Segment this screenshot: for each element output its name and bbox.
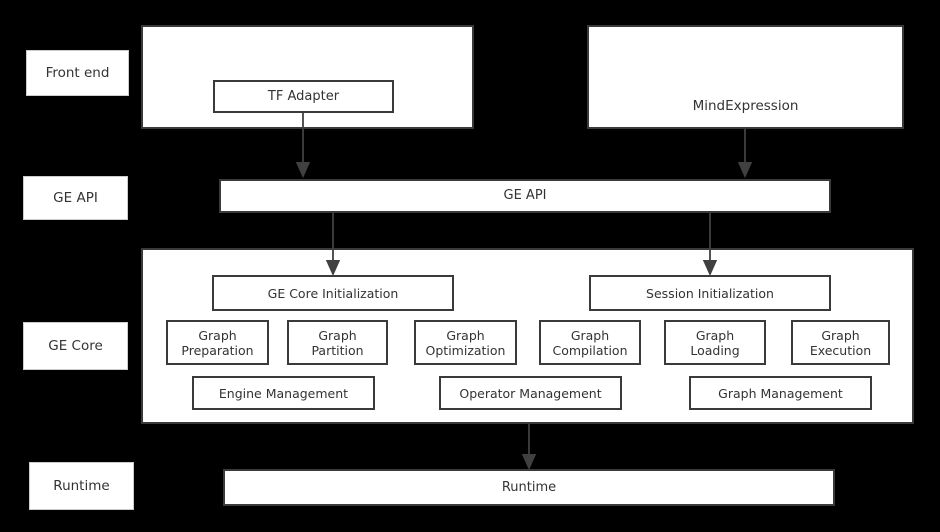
lane-label-ge-core: GE Core [23, 322, 128, 370]
session-initialization-box[interactable]: Session Initialization [589, 275, 831, 311]
ge-core-initialization-box[interactable]: GE Core Initialization [212, 275, 454, 311]
engine-management-box[interactable]: Engine Management [192, 376, 375, 410]
graph-management-box[interactable]: Graph Management [689, 376, 872, 410]
graph-compilation-box[interactable]: Graph Compilation [539, 320, 641, 365]
graph-optimization-box[interactable]: Graph Optimization [414, 320, 517, 365]
graph-loading-box[interactable]: Graph Loading [664, 320, 766, 365]
runtime-bar[interactable]: Runtime [223, 469, 835, 506]
ge-api-bar[interactable]: GE API [219, 179, 831, 213]
tensorflow-group: Tensorflow [141, 25, 474, 129]
mindexpression-title: MindExpression [692, 98, 799, 114]
tf-adapter-box[interactable]: TF Adapter [213, 80, 394, 113]
lane-label-ge-api: GE API [23, 176, 128, 220]
operator-management-box[interactable]: Operator Management [439, 376, 622, 410]
graph-preparation-box[interactable]: Graph Preparation [166, 320, 269, 365]
mindexpression-group: MindExpression [587, 25, 904, 129]
lane-label-front-end: Front end [26, 50, 129, 96]
graph-partition-box[interactable]: Graph Partition [287, 320, 388, 365]
graph-execution-box[interactable]: Graph Execution [791, 320, 890, 365]
lane-label-runtime: Runtime [29, 462, 134, 510]
